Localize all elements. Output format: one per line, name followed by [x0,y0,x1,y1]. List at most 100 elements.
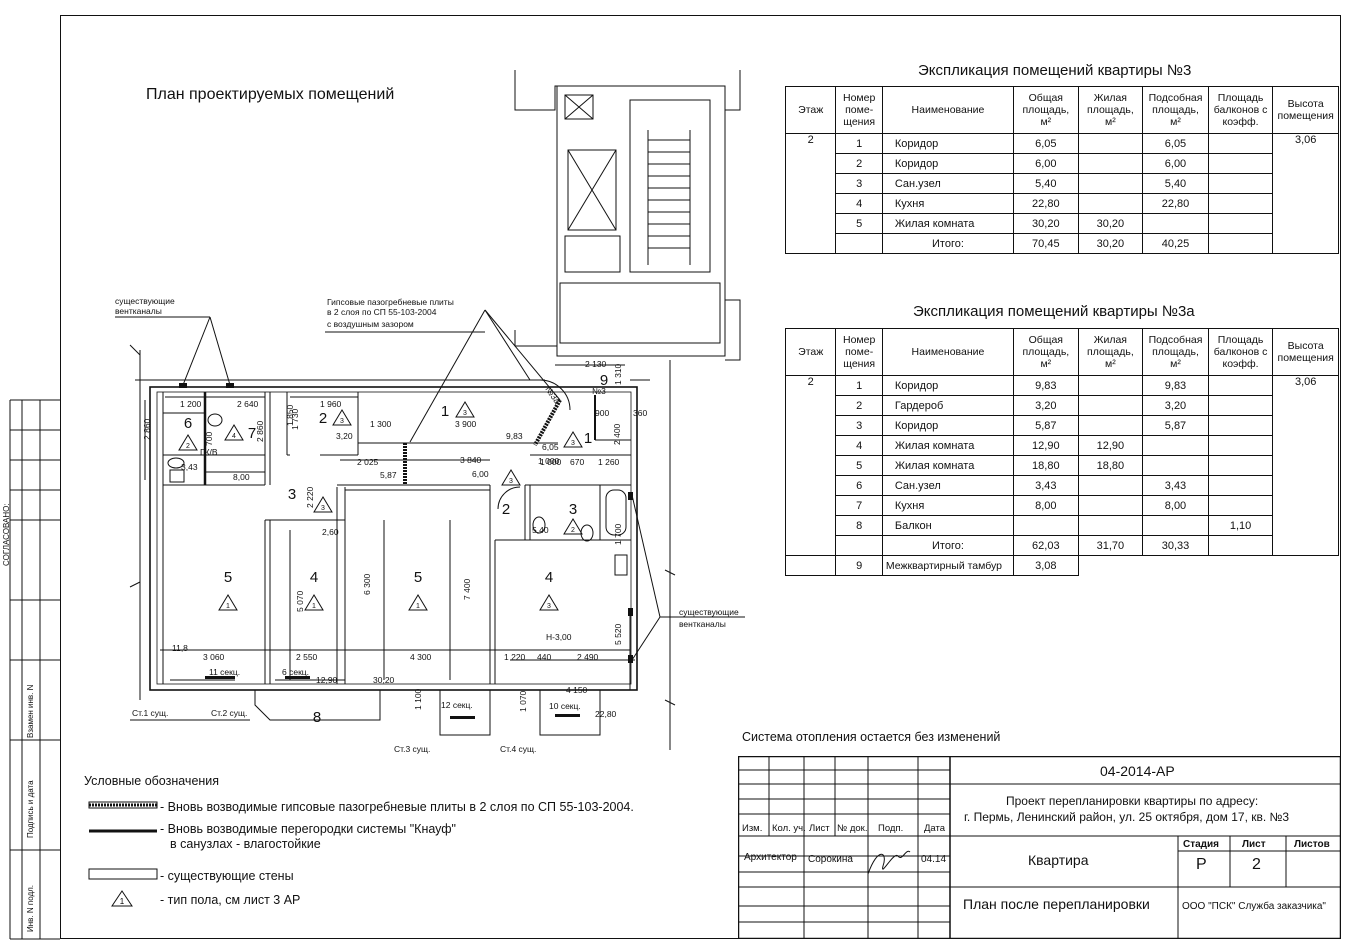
table-cell: Сан.узел [881,173,1015,194]
table-cell: 3 [835,173,883,194]
table-cell: 7 [835,495,883,516]
legend-gypsum: - Вновь возводимые гипсовые пазогребневы… [160,800,634,814]
project-description: Проект перепланировки квартиры по адресу… [1006,794,1259,808]
table-cell [1207,415,1274,436]
dimension-label: 12,90 [316,675,338,685]
table-cell: Жилая комната [881,213,1015,234]
dimension-label: 5,87 [380,470,397,480]
dimension-label: 10 секц. [549,701,581,711]
dimension-label: ГК/В [200,447,218,457]
dimension-label: 1 960 [320,399,342,409]
col-change: Изм. [742,823,763,834]
table-cell: Коридор [881,375,1015,396]
dimension-label: 6,05 [542,442,559,452]
dimension-label: 12 секц. [441,700,473,710]
total-cell: 70,45 [1013,233,1079,254]
project-address: г. Пермь, Ленинский район, ул. 25 октябр… [964,810,1290,824]
dimension-label: №3 [592,386,606,396]
dimension-label: 2 550 [296,652,318,662]
total-cell [835,535,883,556]
extra-cell: 9 [835,555,883,576]
dimension-label: 4 300 [410,652,432,662]
dimension-label: 30,20 [373,675,395,685]
sidebar-inv-original: Инв. N подл. [26,884,35,932]
dimension-label: 2,60 [322,527,339,537]
table-cell: 8,00 [1142,495,1209,516]
table-cell: 8,00 [1013,495,1079,516]
table-cell: 6,00 [1013,153,1079,174]
dimension-label: 3 060 [203,652,225,662]
room-number: 3 [569,501,577,518]
table-cell [1077,193,1144,214]
table-cell [1207,375,1274,396]
dimension-label: 1 310 [613,363,623,385]
room-number: 8 [313,709,321,726]
table-cell: 4 [835,193,883,214]
dimension-label: 700 [204,432,214,446]
table-cell: Сан.узел [881,475,1015,496]
table-cell [1142,213,1209,234]
table-header: Жилая площадь, м² [1077,328,1144,376]
dimension-label: 2 025 [357,457,379,467]
dimension-label: 2 860 [255,420,265,442]
table-header: Жилая площадь, м² [1077,86,1144,134]
table-cell [1207,213,1274,234]
legend-triangle-number: 1 [120,897,125,906]
table-cell [1077,153,1144,174]
legend-floor-type: - тип пола, см лист 3 АР [160,893,301,907]
dimension-label: 5 070 [295,590,305,612]
table-cell: Жилая комната [881,435,1015,456]
table3-title: Экспликация помещений квартиры №3 [918,62,1192,79]
svg-text:3: 3 [340,418,344,425]
table-cell: Коридор [881,415,1015,436]
room-number: 1 [441,403,449,420]
table3a-title: Экспликация помещений квартиры №3а [913,303,1195,320]
sheet-label: Лист [1242,839,1266,850]
dimension-label: 22,80 [595,709,617,719]
table-cell [1013,515,1079,536]
table-cell [1207,475,1274,496]
dimension-label: 900 [595,408,609,418]
dimension-label: 360 [633,408,647,418]
room-number: 2 [319,410,327,427]
room-number: 9 [600,372,608,389]
table-cell: 12,90 [1077,435,1144,456]
table-cell [1077,415,1144,436]
dimension-label: 2 860 [142,418,152,440]
object-name: Квартира [1028,852,1089,868]
dimension-label: 1 300 [370,419,392,429]
organization: ООО "ПСК" Служба заказчика" [1182,901,1326,912]
gypsum-note-line2: в 2 слоя по СП 55-103-2004 [327,307,437,317]
table-header: Площадь балконов с коэфф. [1207,328,1274,376]
table-cell: 8 [835,515,883,536]
svg-text:4: 4 [232,433,236,440]
plan-title: План проектируемых помещений [146,86,395,103]
col-count: Кол. уч. [772,823,806,834]
dimension-label: 2 130 [585,359,607,369]
table-cell: Коридор [881,153,1015,174]
svg-text:1: 1 [416,603,420,610]
title-block: 04-2014-АР Проект перепланировки квартир… [738,756,1341,939]
table-cell: 18,80 [1077,455,1144,476]
table-cell: 3,20 [1142,395,1209,416]
dimension-label: 6 300 [362,573,372,595]
dimension-label: 11,8 [172,643,188,653]
table-cell [1077,495,1144,516]
sidebar-signature-date: Подпись и дата [26,780,35,838]
dimension-label: Ст.1 сущ. [132,708,168,718]
sheet-value: 2 [1252,856,1261,873]
table-header: Номер поме-щения [835,328,883,376]
dimension-label: 8,00 [233,472,250,482]
floor-cell: 2 [784,375,837,556]
dimension-label: 1 730 [290,408,300,430]
table-header: Этаж [784,328,837,376]
dimension-label: 4 150 [566,685,588,695]
